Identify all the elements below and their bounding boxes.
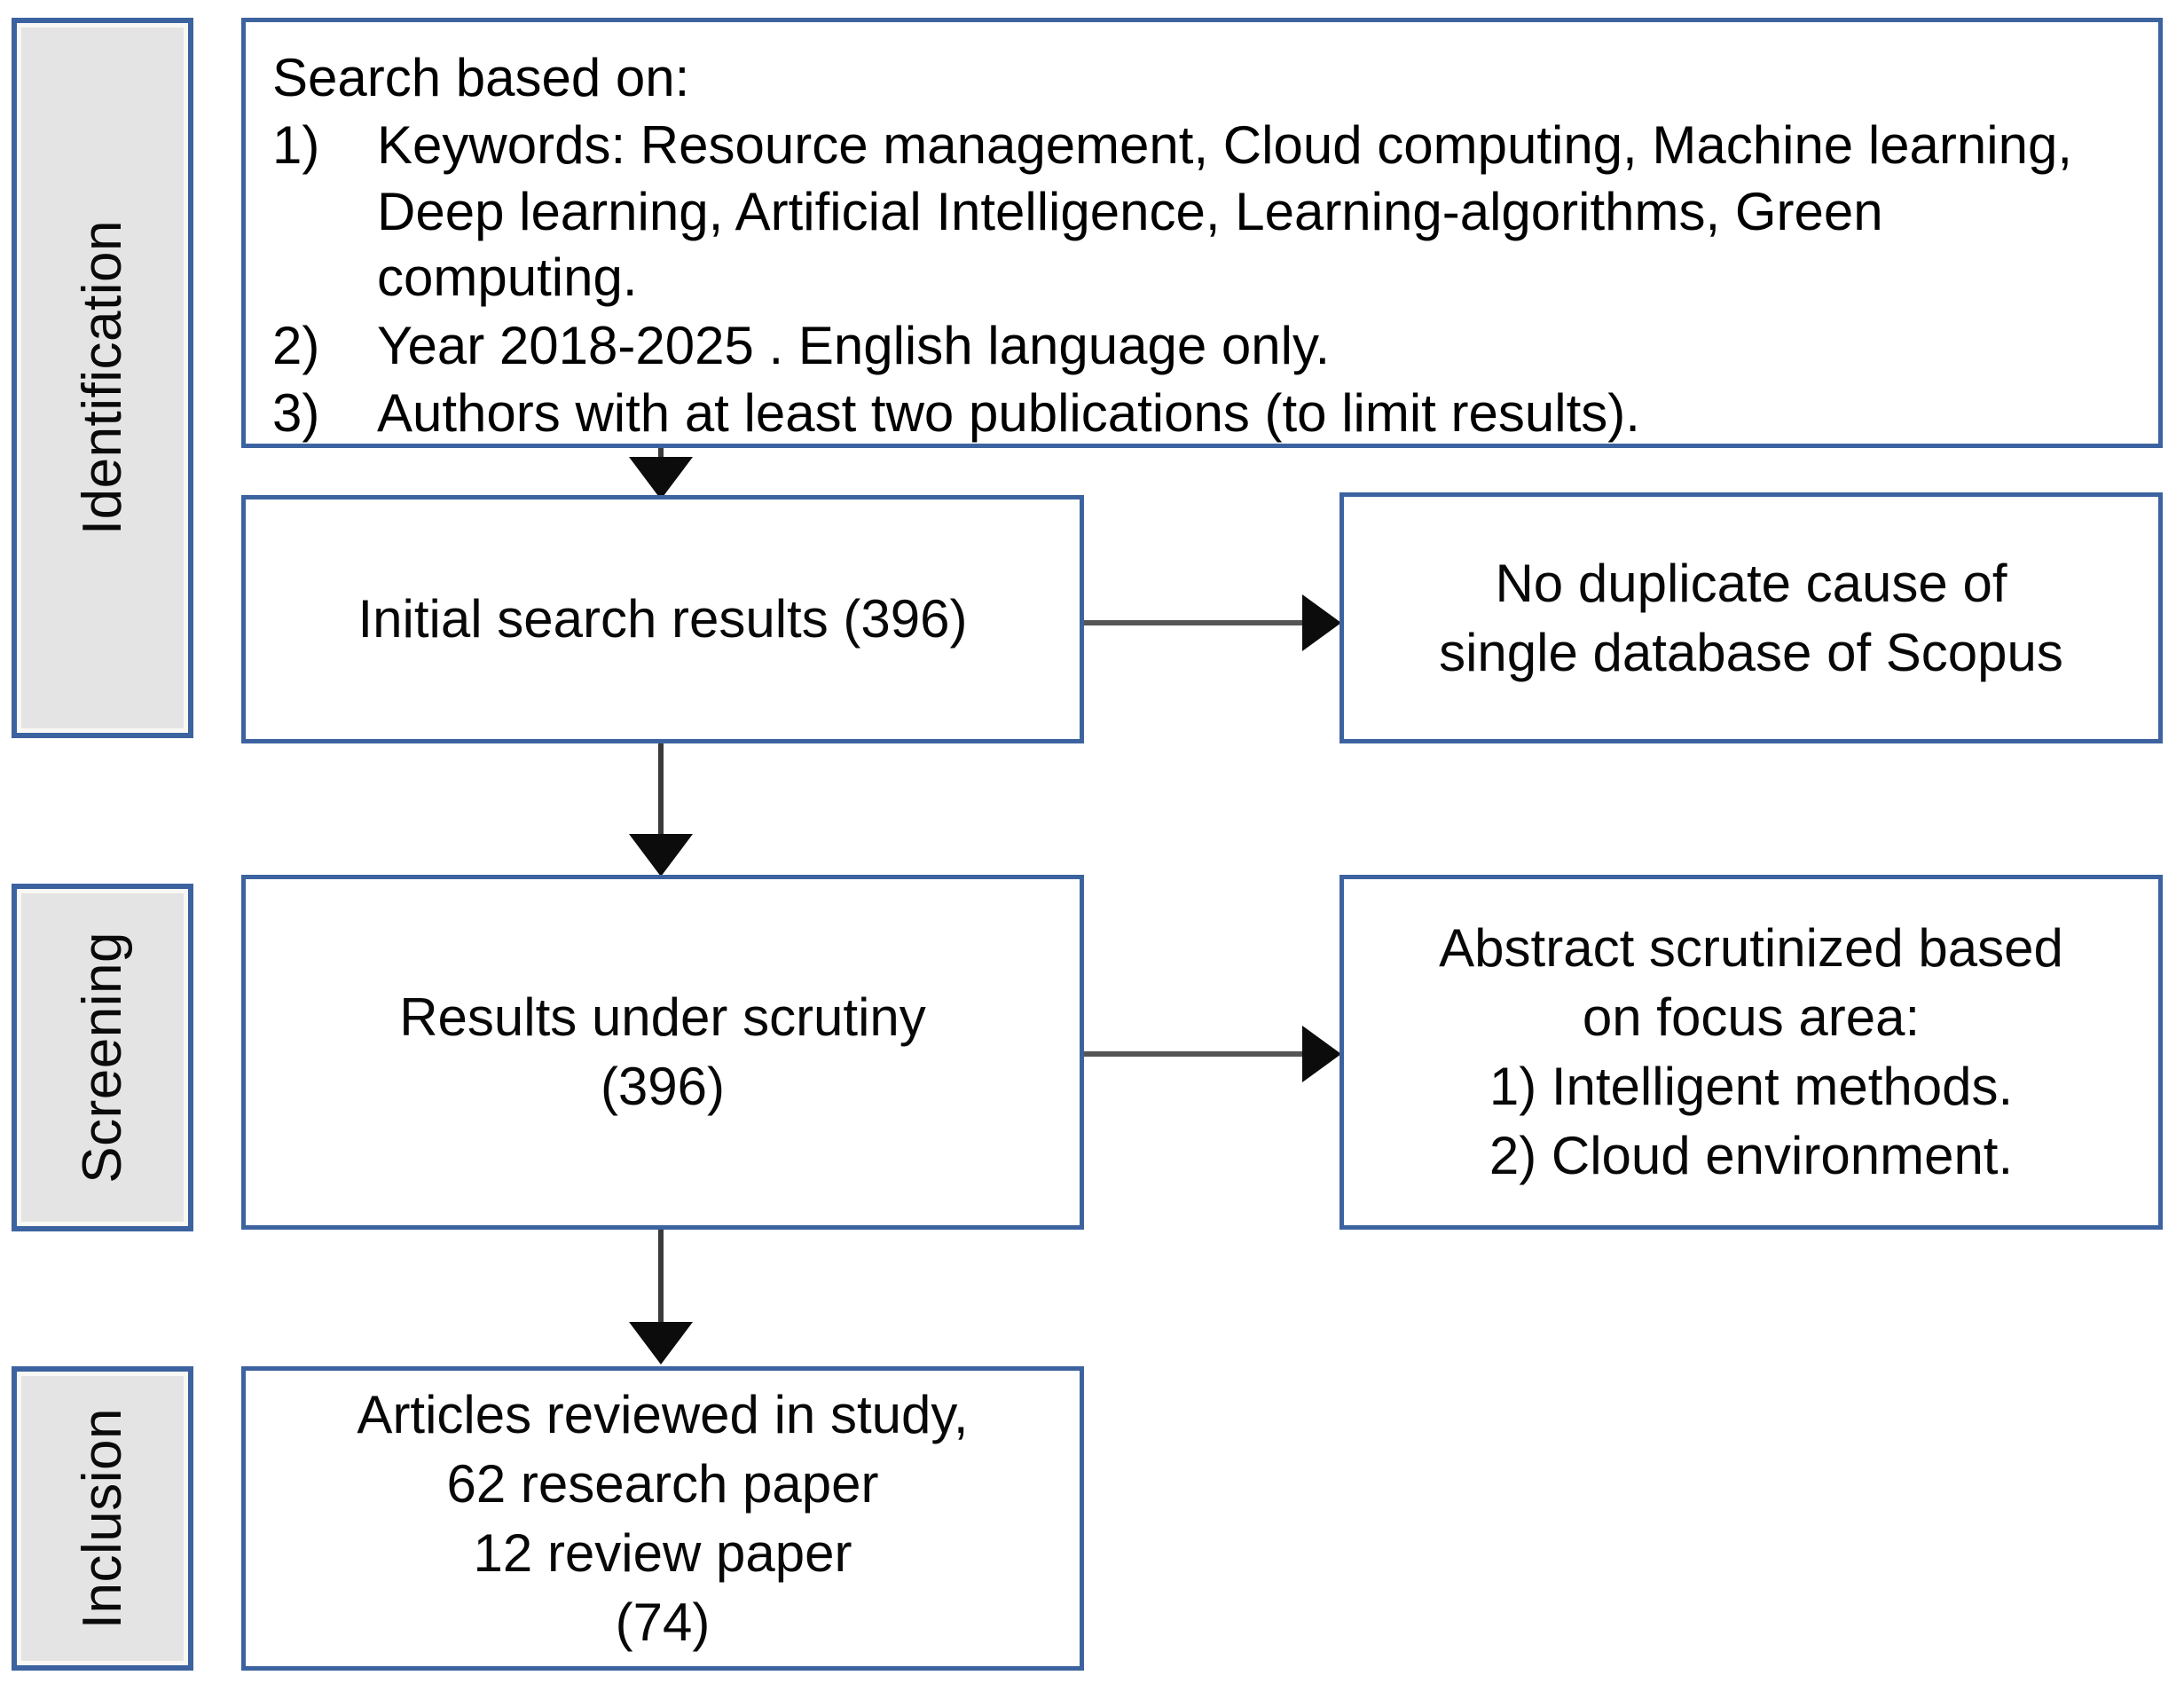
arrow-head-icon <box>1302 1026 1341 1082</box>
arrow-initial-results-to-no-duplicate <box>1084 594 1341 651</box>
stage-label-identification: Identification <box>71 220 133 536</box>
arrow-shaft <box>1084 620 1306 625</box>
stage-box-screening: Screening <box>12 884 193 1231</box>
search-criteria-item-number: 2) <box>272 315 320 375</box>
results-under-scrutiny-box: Results under scrutiny (396) <box>241 875 1084 1230</box>
articles-reviewed-box: Articles reviewed in study, 62 research … <box>241 1366 1084 1671</box>
arrow-head-icon <box>629 834 693 877</box>
search-criteria-item: 1) Keywords: Resource management, Cloud … <box>272 113 2132 311</box>
search-criteria-item-text: Year 2018-2025 . English language only. <box>377 315 1331 375</box>
search-criteria-item-number: 3) <box>272 382 320 443</box>
stage-label-inclusion: Inclusion <box>71 1407 133 1630</box>
arrow-scrutiny-to-articles-reviewed <box>629 1230 693 1365</box>
search-criteria-item-number: 1) <box>272 115 320 176</box>
stage-label-screening: Screening <box>71 932 133 1184</box>
arrow-scrutiny-to-abstract <box>1084 1026 1341 1082</box>
search-criteria-item-text: Authors with at least two publications (… <box>377 382 1640 443</box>
arrow-head-icon <box>629 1322 693 1365</box>
arrow-initial-results-to-scrutiny <box>629 743 693 877</box>
arrow-shaft <box>658 1230 664 1331</box>
abstract-scrutinized-box: Abstract scrutinized based on focus area… <box>1339 875 2163 1230</box>
arrow-shaft <box>1084 1051 1306 1057</box>
arrow-head-icon <box>1302 594 1341 651</box>
results-under-scrutiny-text: Results under scrutiny (396) <box>399 987 926 1116</box>
no-duplicate-text: No duplicate cause of single database of… <box>1439 553 2063 682</box>
articles-reviewed-text: Articles reviewed in study, 62 research … <box>357 1384 969 1652</box>
abstract-scrutinized-text: Abstract scrutinized based on focus area… <box>1439 918 2063 1185</box>
no-duplicate-box: No duplicate cause of single database of… <box>1339 492 2163 743</box>
search-criteria-item: 2) Year 2018-2025 . English language onl… <box>272 313 2132 379</box>
arrow-head-icon <box>629 457 693 499</box>
initial-search-results-text: Initial search results (396) <box>357 589 968 649</box>
arrow-shaft <box>658 743 664 843</box>
search-criteria-list: 1) Keywords: Resource management, Cloud … <box>272 113 2132 446</box>
arrow-search-to-initial-results <box>629 448 693 499</box>
search-criteria-item: 3) Authors with at least two publication… <box>272 381 2132 446</box>
stage-box-inclusion: Inclusion <box>12 1366 193 1671</box>
initial-search-results-box: Initial search results (396) <box>241 495 1084 743</box>
search-criteria-heading: Search based on: <box>272 48 690 107</box>
search-criteria-box: Search based on: 1) Keywords: Resource m… <box>241 18 2163 448</box>
search-criteria-item-text: Keywords: Resource management, Cloud com… <box>377 115 2073 308</box>
stage-box-identification: Identification <box>12 18 193 738</box>
